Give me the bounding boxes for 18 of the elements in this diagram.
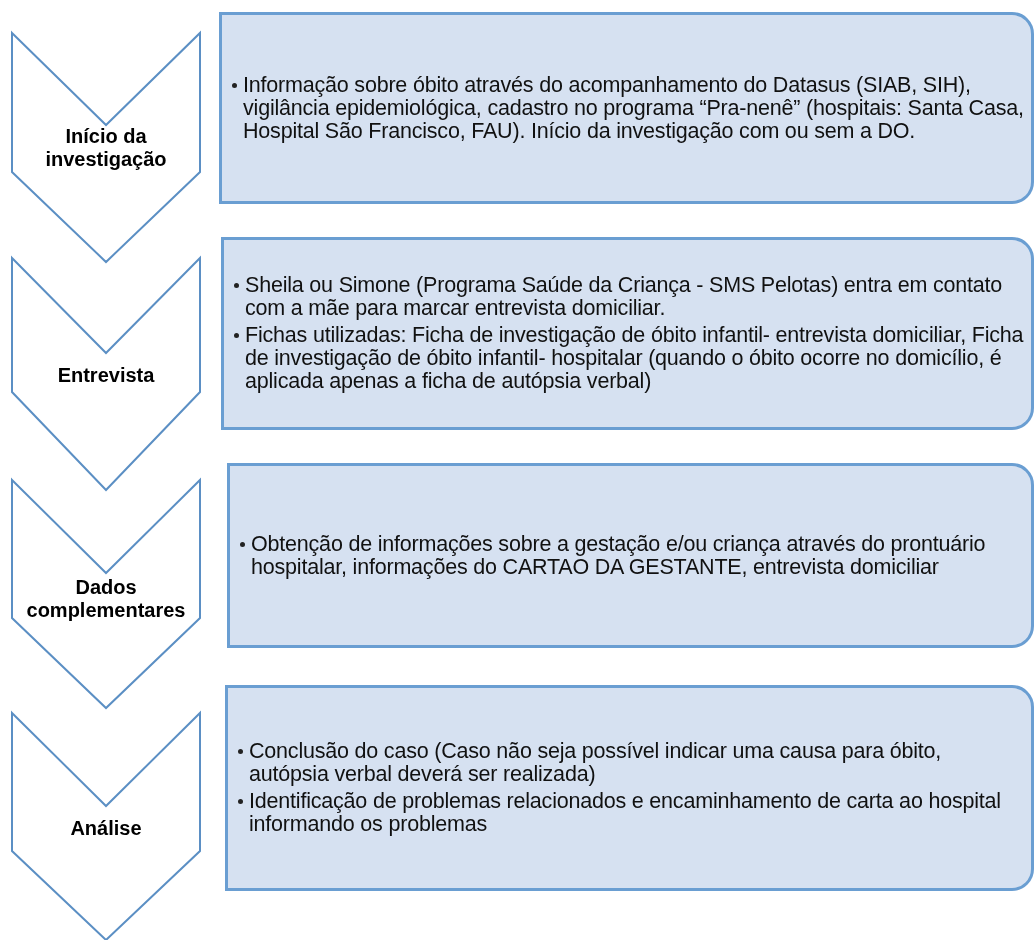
description-box bbox=[227, 463, 1034, 648]
chevron-shape bbox=[12, 713, 200, 940]
bullet-text: Sheila ou Simone (Programa Saúde da Criança - SMS Pelotas) entra em contato com a mãe para marcar entrevista domiciliar. bbox=[245, 274, 1003, 320]
chevron-shape bbox=[12, 480, 200, 708]
step-label: Início da investigação bbox=[44, 125, 168, 171]
bullet-text: Identificação de problemas relacionados e encaminhamento de carta ao hospital informando os problemas bbox=[249, 790, 1002, 836]
description-box bbox=[225, 685, 1034, 891]
step-label: Análise bbox=[70, 817, 142, 840]
description-box bbox=[221, 237, 1034, 430]
description-box bbox=[219, 12, 1034, 204]
bullet-text: Fichas utilizadas: Ficha de investigação de óbito infantil- entrevista domiciliar, Ficha de investigação de óbito infantil- hospitalar (quando o óbito ocorre no domicílio, é aplicada apenas a ficha de autópsia verbal) bbox=[245, 324, 1025, 393]
bullet-text: Informação sobre óbito através do acompanhamento do Datasus (SIAB, SIH), vigilância epidemiológica, cadastro no programa “Pra-nenê” (hospitais: Santa Casa, Hospital São Francisco, FAU). Início da investigação com ou sem a DO. bbox=[243, 73, 1025, 143]
bullet-text: Conclusão do caso (Caso não seja possível indicar uma causa para óbito, autópsia verbal deverá ser realizada) bbox=[249, 740, 943, 786]
step-label: Dados complementares bbox=[25, 576, 187, 622]
step-label: Entrevista bbox=[57, 364, 155, 387]
chevron-shape bbox=[12, 33, 200, 262]
chevron-shape bbox=[12, 258, 200, 490]
bullet-text: Obtenção de informações sobre a gestação e/ou criança através do prontuário hospitalar, informações do CARTAO DA GESTANTE, entrevista domiciliar bbox=[251, 532, 987, 579]
